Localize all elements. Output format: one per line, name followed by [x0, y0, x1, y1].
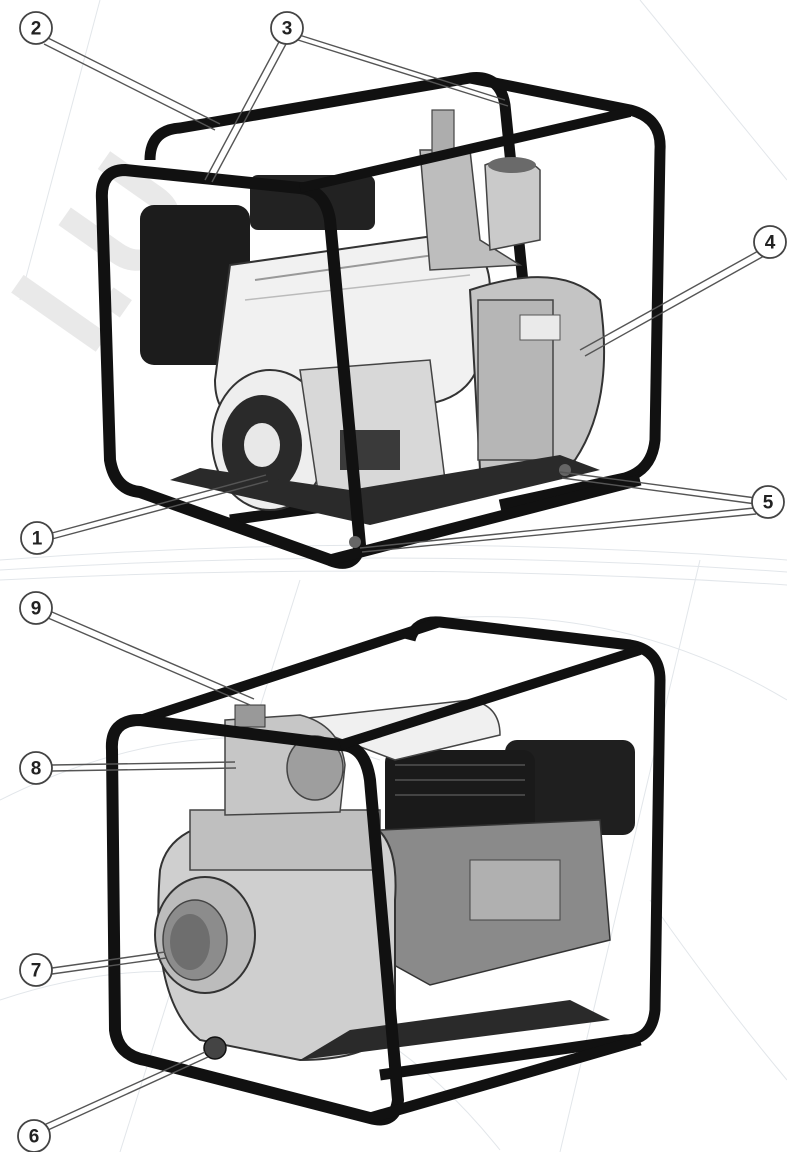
bottom-fuel-tank — [505, 740, 635, 835]
top-mount-1 — [559, 464, 571, 476]
callout-9: 9 — [19, 591, 53, 625]
callout-7: 7 — [19, 953, 53, 987]
callout-1-label: 1 — [32, 529, 43, 550]
callout-6-label: 6 — [29, 1127, 40, 1148]
top-mount-2 — [349, 536, 361, 548]
callout-5: 5 — [751, 485, 785, 519]
callout-7-label: 7 — [31, 961, 42, 982]
callout-leaders — [43, 33, 765, 1131]
bottom-drain-plug — [203, 1036, 227, 1060]
callout-2: 2 — [19, 11, 53, 45]
callout-4: 4 — [753, 225, 787, 259]
top-frame-right — [468, 72, 666, 511]
callout-2-label: 2 — [31, 19, 42, 40]
callout-9-label: 9 — [31, 599, 42, 620]
callout-5-label: 5 — [763, 493, 774, 514]
callout-1: 1 — [20, 521, 54, 555]
bottom-pump-illustration — [105, 616, 666, 1126]
callout-8: 8 — [19, 751, 53, 785]
callout-3: 3 — [270, 11, 304, 45]
callout-6: 6 — [17, 1119, 51, 1152]
callout-3-label: 3 — [282, 19, 293, 40]
top-base-plate — [170, 455, 600, 525]
top-pump-illustration — [95, 72, 666, 569]
callout-4-label: 4 — [765, 233, 776, 254]
callout-8-label: 8 — [31, 759, 42, 780]
